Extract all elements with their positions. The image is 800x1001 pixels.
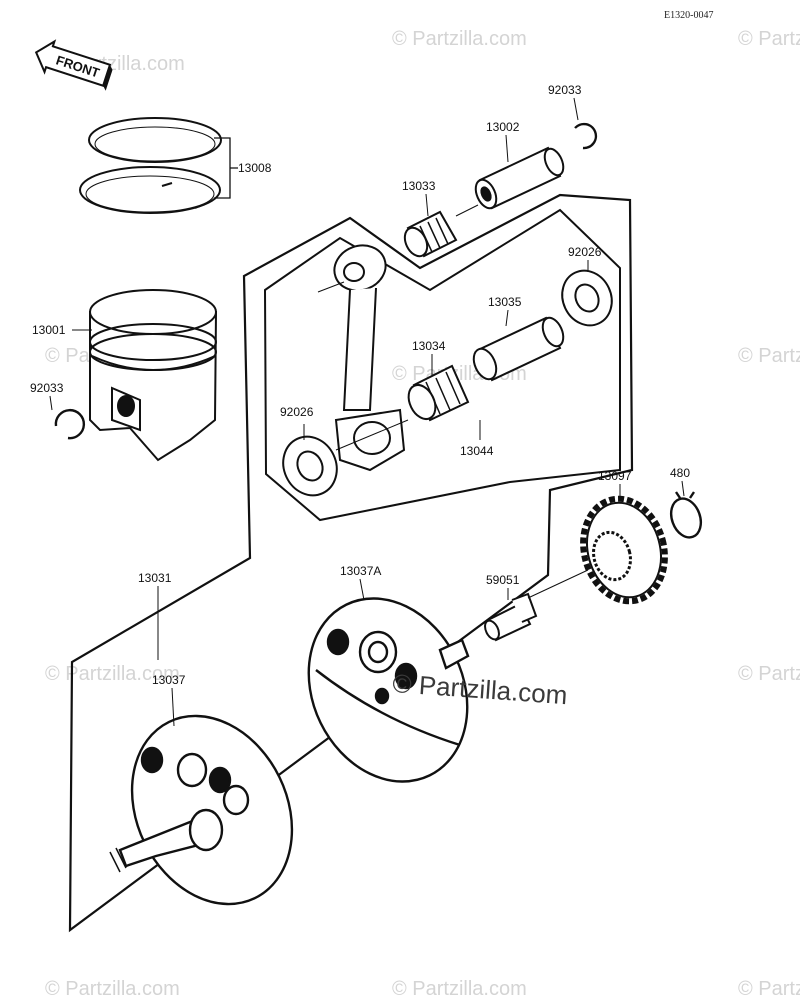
watermark-text: © Partzilla.com <box>738 28 800 50</box>
needle-bearing-small-end <box>403 210 458 258</box>
part-label-92033-left: 92033 <box>30 381 64 395</box>
front-arrow-icon: FRONT <box>34 39 113 91</box>
crankshaft-half-right <box>307 597 470 783</box>
diagram-ref-code: E1320-0047 <box>664 10 713 21</box>
watermark-text: © Partzilla.com <box>738 345 800 367</box>
part-label-13097: 13097 <box>598 469 632 483</box>
leader-line <box>335 419 409 451</box>
watermark-text: © Partzilla.com <box>738 663 800 685</box>
part-label-13044: 13044 <box>460 444 494 458</box>
crankshaft-gear <box>580 495 668 605</box>
circlip-left <box>54 408 86 440</box>
part-label-92026-top: 92026 <box>568 245 602 259</box>
part-label-13037: 13037 <box>152 673 186 687</box>
connecting-rod <box>333 244 406 472</box>
part-label-13035: 13035 <box>488 295 522 309</box>
part-labels: 13008 92033 13002 13033 92026 13035 1303… <box>30 83 690 687</box>
crank-pin <box>472 316 565 382</box>
watermark-text: © Partzilla.com <box>738 978 800 1000</box>
watermark-text: © Partzilla.com <box>392 28 527 50</box>
part-label-92033-top: 92033 <box>548 83 582 97</box>
piston-rings <box>79 117 222 214</box>
part-label-59051: 59051 <box>486 573 520 587</box>
piston <box>89 289 218 462</box>
needle-bearing-big-end <box>407 364 470 422</box>
watermark-text: © Partzilla.com <box>45 978 180 1000</box>
circlip-480 <box>669 491 703 539</box>
thrust-washer-top <box>561 269 613 327</box>
label-leaders <box>49 97 685 727</box>
leader-line <box>214 137 238 199</box>
part-label-13037A: 13037A <box>340 564 381 578</box>
leader-line <box>455 204 479 217</box>
part-label-92026-bottom: 92026 <box>280 405 314 419</box>
part-label-13033: 13033 <box>402 179 436 193</box>
leader-line <box>527 569 589 599</box>
part-label-13001: 13001 <box>32 323 66 337</box>
circlip-top <box>574 122 598 150</box>
watermark-text: © Partzilla.com <box>392 978 527 1000</box>
part-label-13031: 13031 <box>138 571 172 585</box>
watermark-text: © Partzilla.com <box>45 663 180 685</box>
part-label-13002: 13002 <box>486 120 520 134</box>
crankshaft-half-left <box>109 714 294 906</box>
part-label-480: 480 <box>670 466 690 480</box>
leader-line <box>317 281 345 293</box>
part-label-13034: 13034 <box>412 339 446 353</box>
shaft-spline-pin <box>484 592 538 642</box>
thrust-washer-bottom <box>282 435 338 497</box>
crankshaft-assembly-outline <box>68 193 634 933</box>
piston-pin <box>474 146 565 210</box>
part-label-13008: 13008 <box>238 161 272 175</box>
